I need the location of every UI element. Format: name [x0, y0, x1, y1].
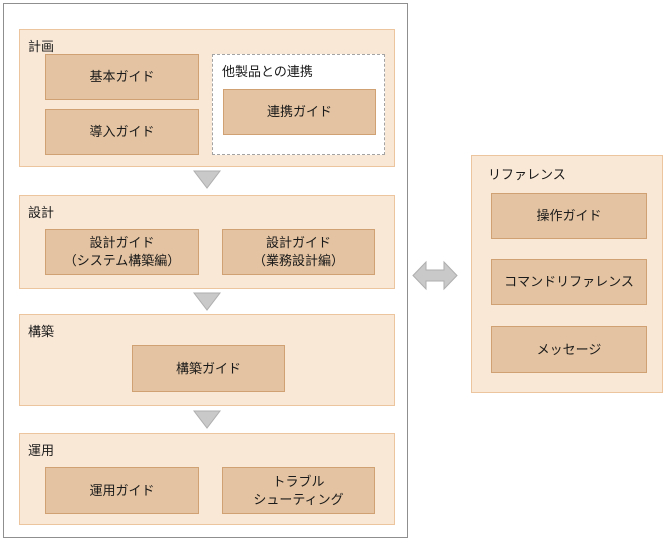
reference-panel-label: リファレンス: [488, 167, 566, 182]
phase-panel-planning: 計画 基本ガイド 導入ガイド 他製品との連携 連携ガイド: [19, 29, 395, 167]
phase-label-construction: 構築: [28, 324, 55, 339]
phase-label-planning: 計画: [28, 39, 55, 54]
doc-box-label: トラブル: [272, 473, 325, 489]
flow-arrow-down-icon: [193, 292, 221, 311]
doc-box-troubleshooting: トラブル シューティング: [222, 467, 375, 514]
reference-panel: リファレンス 操作ガイド コマンドリファレンス メッセージ: [471, 155, 663, 393]
phase-panel-operation: 運用 運用ガイド トラブル シューティング: [19, 433, 395, 525]
doc-box-label: 設計ガイド: [265, 235, 331, 250]
doc-box-label: メッセージ: [536, 341, 602, 357]
doc-box-label: コマンドリファレンス: [504, 274, 634, 289]
doc-box-design-guide-system: 設計ガイド （システム構築編）: [45, 229, 199, 275]
doc-box-operation-guide: 運用ガイド: [45, 467, 199, 514]
flow-arrow-down-icon: [193, 170, 221, 189]
doc-box-label: 構築ガイド: [175, 360, 241, 376]
doc-box-label-line2: （業務設計編）: [252, 253, 344, 268]
flow-arrow-down-icon: [193, 410, 221, 429]
other-products-group: 他製品との連携 連携ガイド: [212, 54, 385, 155]
doc-box-design-guide-business: 設計ガイド （業務設計編）: [222, 229, 375, 275]
doc-box-operation-guide-ref: 操作ガイド: [491, 193, 647, 239]
doc-box-basic-guide: 基本ガイド: [45, 54, 199, 100]
doc-box-messages: メッセージ: [491, 326, 647, 373]
doc-box-label: 連携ガイド: [266, 104, 332, 119]
phase-label-design: 設計: [28, 205, 55, 220]
lifecycle-flow-container: 計画 基本ガイド 導入ガイド 他製品との連携 連携ガイド 設計 設計ガイド: [3, 3, 408, 538]
doc-box-label-line2: （システム構築編）: [63, 253, 181, 268]
doc-box-introduction-guide: 導入ガイド: [45, 109, 199, 155]
phase-label-operation: 運用: [28, 443, 55, 458]
doc-box-command-reference: コマンドリファレンス: [491, 259, 647, 305]
doc-box-label-line2: シューティング: [253, 491, 344, 507]
doc-box-label: 運用ガイド: [89, 482, 155, 498]
other-products-group-label: 他製品との連携: [222, 64, 313, 79]
doc-box-label: 基本ガイド: [89, 69, 155, 84]
doc-box-construction-guide: 構築ガイド: [132, 345, 285, 392]
doc-box-label: 設計ガイド: [89, 235, 155, 250]
doc-box-linkage-guide: 連携ガイド: [223, 89, 376, 135]
bidirectional-arrow-icon: [412, 260, 458, 291]
phase-panel-construction: 構築 構築ガイド: [19, 314, 395, 406]
doc-box-label: 操作ガイド: [536, 208, 602, 223]
phase-panel-design: 設計 設計ガイド （システム構築編） 設計ガイド （業務設計編）: [19, 195, 395, 289]
doc-box-label: 導入ガイド: [89, 124, 155, 139]
